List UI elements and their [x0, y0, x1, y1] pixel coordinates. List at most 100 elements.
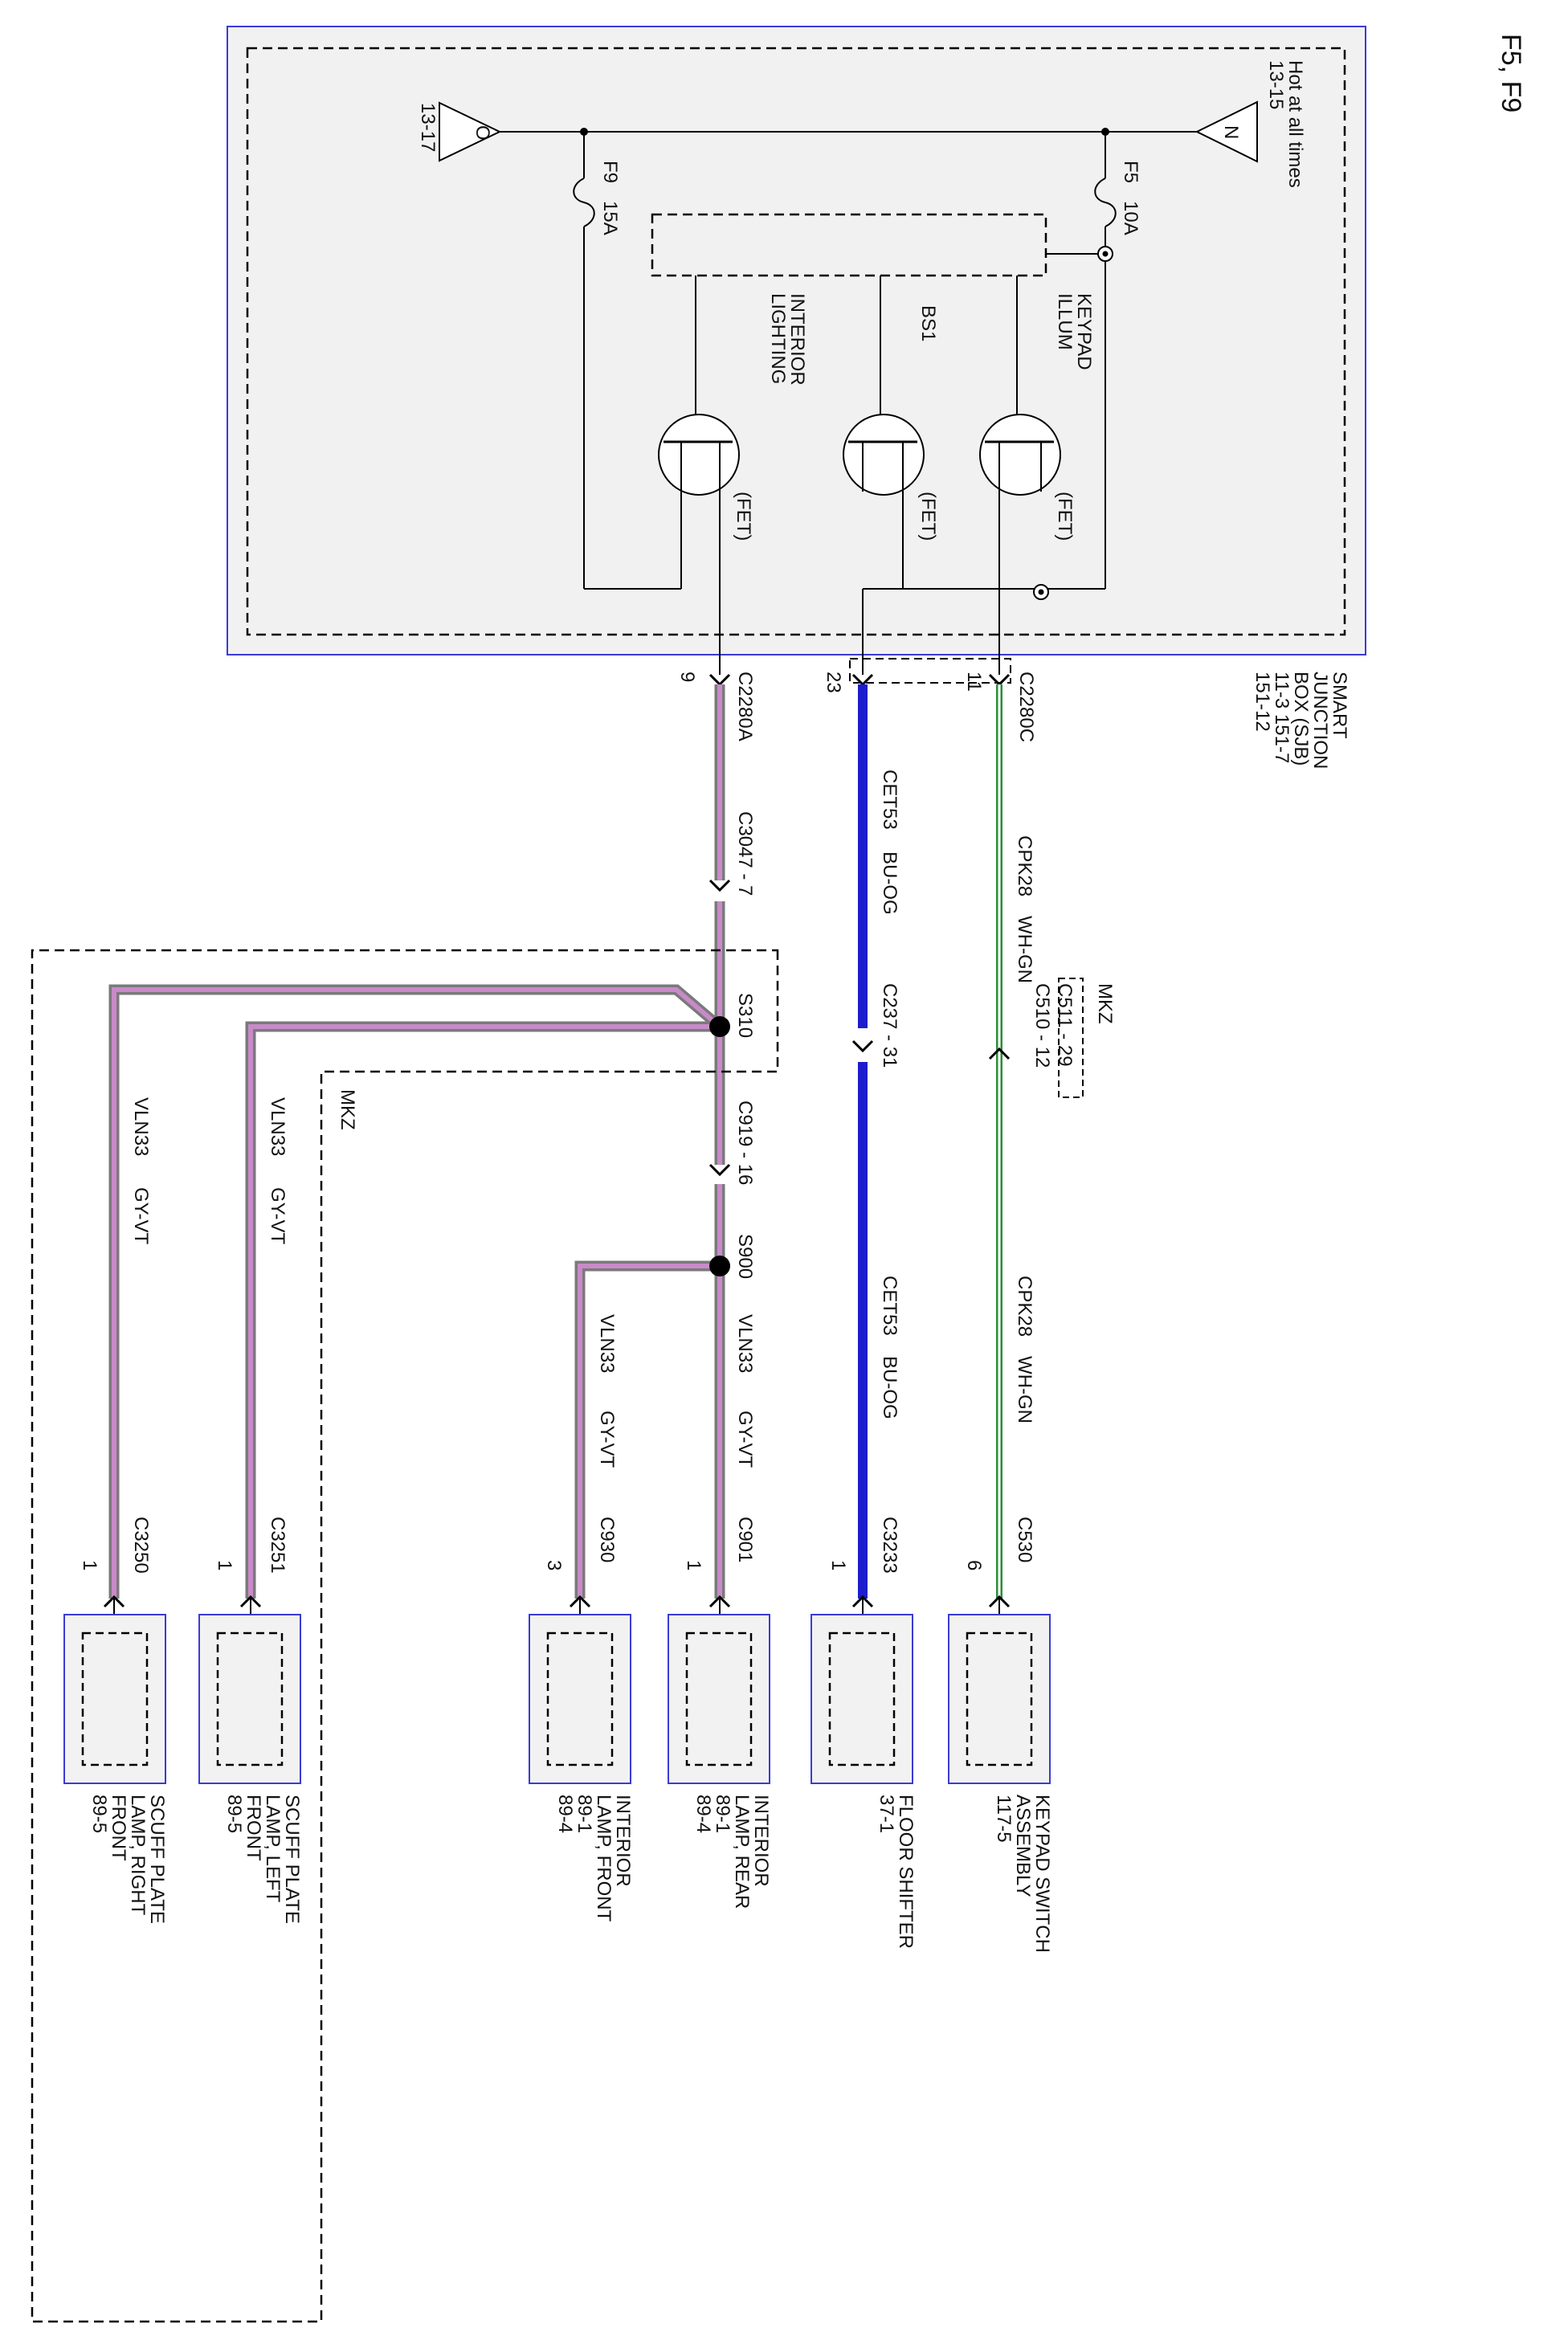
svg-text:VLN33: VLN33 [267, 1097, 288, 1156]
fuse-f5-label: F5 10A [1120, 161, 1141, 235]
splice-s900 [709, 1256, 730, 1276]
svg-text:13-15: 13-15 [1265, 60, 1287, 109]
svg-text:37-1: 37-1 [876, 1795, 897, 1833]
fuse-f5 [1094, 178, 1117, 227]
fuse-f9-label: F9 15A [599, 161, 621, 235]
sjb-inner-boundary [246, 47, 1346, 636]
svg-text:INTERIOR: INTERIOR [750, 1795, 772, 1887]
bus-n-label: N [1220, 125, 1242, 139]
fet3-label: (FET) [733, 492, 754, 541]
svg-text:SCUFF PLATE: SCUFF PLATE [146, 1795, 168, 1924]
svg-text:89-4: 89-4 [692, 1795, 714, 1833]
svg-text:89-5: 89-5 [223, 1795, 245, 1833]
control-logic-box [651, 213, 1047, 277]
mkz-region-boundary [31, 949, 779, 2323]
wire-vln33-label-rear: VLN33 GY-VT [734, 1314, 756, 1468]
component-floor-shifter [811, 1614, 913, 1784]
svg-text:GY-VT: GY-VT [267, 1187, 288, 1244]
load-interior-lamp-rear: C901 1 INTERIOR LAMP, REAR 89-1 89-4 [668, 1517, 772, 1909]
svg-text:FRONT: FRONT [243, 1795, 264, 1861]
load-floor-shifter: C3233 1 FLOOR SHIFTER 37-1 [811, 1517, 917, 1949]
bs1-label: BS1 [917, 305, 939, 341]
svg-text:LAMP, REAR: LAMP, REAR [731, 1795, 753, 1909]
c3047-arrow [708, 879, 731, 892]
component-scuff-plate-left-inner [216, 1632, 284, 1766]
svg-text:F5: F5 [1120, 161, 1141, 183]
wire-cpk28-color-a: WH-GN [1014, 916, 1035, 983]
component-scuff-plate-right [63, 1614, 166, 1784]
svg-text:LAMP, LEFT: LAMP, LEFT [262, 1795, 284, 1903]
wire-vln33-front-lamp-stripe [578, 1264, 720, 1599]
fet-interior-lighting [658, 414, 740, 496]
wire-cet53-color-a: BU-OG [879, 851, 900, 915]
connector-c510: C510 - 12 [1031, 983, 1053, 1068]
keypad-illum-label: KEYPAD ILLUM [1054, 293, 1095, 370]
connector-c901: C901 [734, 1517, 756, 1562]
svg-text:15A: 15A [599, 201, 621, 235]
interior-lamp-front-label: INTERIOR LAMP, FRONT 89-1 89-4 [554, 1795, 634, 1922]
load-scuff-plate-right: C3250 1 SCUFF PLATE LAMP, RIGHT FRONT 89… [63, 1517, 168, 1924]
scuff-plate-left-label: SCUFF PLATE LAMP, LEFT FRONT 89-5 [223, 1795, 303, 1924]
pin-c530: 6 [963, 1560, 985, 1570]
c2280c-shared-shell [849, 658, 1011, 684]
fet-return-node-dot [1038, 589, 1044, 595]
page-label: F5, F9 [1496, 34, 1526, 112]
connector-c511: C511 - 29 [1054, 983, 1076, 1067]
mkz-label-left: MKZ [337, 1089, 358, 1130]
scuff-plate-right-label: SCUFF PLATE LAMP, RIGHT FRONT 89-5 [88, 1795, 168, 1924]
svg-text:GY-VT: GY-VT [596, 1411, 618, 1468]
svg-text:INTERIOR: INTERIOR [786, 293, 808, 386]
connector-c2280c: C2280C [1015, 672, 1037, 742]
svg-text:Hot at all times: Hot at all times [1284, 60, 1306, 188]
svg-text:VLN33: VLN33 [596, 1314, 618, 1373]
fet2-label: (FET) [917, 492, 939, 541]
c237-arrow [851, 1039, 874, 1053]
floor-shifter-label: FLOOR SHIFTER 37-1 [876, 1795, 917, 1949]
component-scuff-plate-left [198, 1614, 301, 1784]
bus-o-triangle [439, 101, 502, 162]
pin-c3233: 1 [827, 1560, 849, 1570]
sjb-name: SMART JUNCTION BOX (SJB) 11-3 151-7 151-… [1252, 672, 1350, 769]
mkz-label-right: MKZ [1094, 983, 1116, 1024]
connector-c237: C237 - 31 [879, 983, 900, 1068]
svg-text:ASSEMBLY: ASSEMBLY [1012, 1795, 1034, 1897]
svg-text:LAMP, FRONT: LAMP, FRONT [593, 1795, 615, 1922]
wire-vln33-scuff-left-stripe [248, 1024, 720, 1599]
wire-vln33-label-scuff-right: VLN33 GY-VT [130, 1097, 152, 1244]
component-interior-lamp-front [529, 1614, 631, 1784]
svg-text:FLOOR SHIFTER: FLOOR SHIFTER [895, 1795, 917, 1949]
svg-text:F9: F9 [599, 161, 621, 183]
svg-text:10A: 10A [1120, 201, 1141, 235]
keypad-switch-label: KEYPAD SWITCH ASSEMBLY 117-5 [993, 1795, 1053, 1953]
svg-text:VLN33: VLN33 [734, 1314, 756, 1373]
wire-cet53-id-a: CET53 [879, 770, 900, 830]
fet-keypad-illum [979, 414, 1061, 496]
pin-c901: 1 [683, 1560, 704, 1570]
logic-link-node-dot [1102, 251, 1109, 257]
svg-text:SMART: SMART [1329, 672, 1350, 739]
svg-text:ILLUM: ILLUM [1054, 293, 1076, 350]
connector-c3251: C3251 [267, 1517, 288, 1574]
pin-9: 9 [676, 672, 698, 682]
svg-text:89-1: 89-1 [574, 1795, 595, 1833]
connector-c930: C930 [596, 1517, 618, 1562]
splice-s900-label: S900 [734, 1234, 756, 1279]
component-interior-lamp-front-inner [546, 1632, 614, 1766]
connector-c530: C530 [1014, 1517, 1035, 1562]
connector-c3233: C3233 [879, 1517, 900, 1574]
pin-c3251: 1 [214, 1560, 235, 1570]
splice-s310-label: S310 [734, 993, 756, 1038]
connector-c3047: C3047 - 7 [734, 811, 756, 896]
svg-text:151-12: 151-12 [1252, 672, 1273, 732]
svg-text:89-1: 89-1 [712, 1795, 733, 1833]
c2280a-arrow [708, 673, 731, 687]
svg-text:KEYPAD SWITCH: KEYPAD SWITCH [1031, 1795, 1053, 1953]
interior-lamp-rear-label: INTERIOR LAMP, REAR 89-1 89-4 [692, 1795, 772, 1909]
wire-vln33-label-scuff-left: VLN33 GY-VT [267, 1097, 288, 1244]
hot-at-all-times-label: Hot at all times 13-15 [1265, 60, 1306, 188]
wire-cpk28-id-b: CPK28 [1014, 1276, 1035, 1337]
svg-text:11-3 151-7: 11-3 151-7 [1271, 672, 1292, 763]
interior-lighting-label: INTERIOR LIGHTING [767, 293, 808, 386]
component-interior-lamp-rear [668, 1614, 770, 1784]
